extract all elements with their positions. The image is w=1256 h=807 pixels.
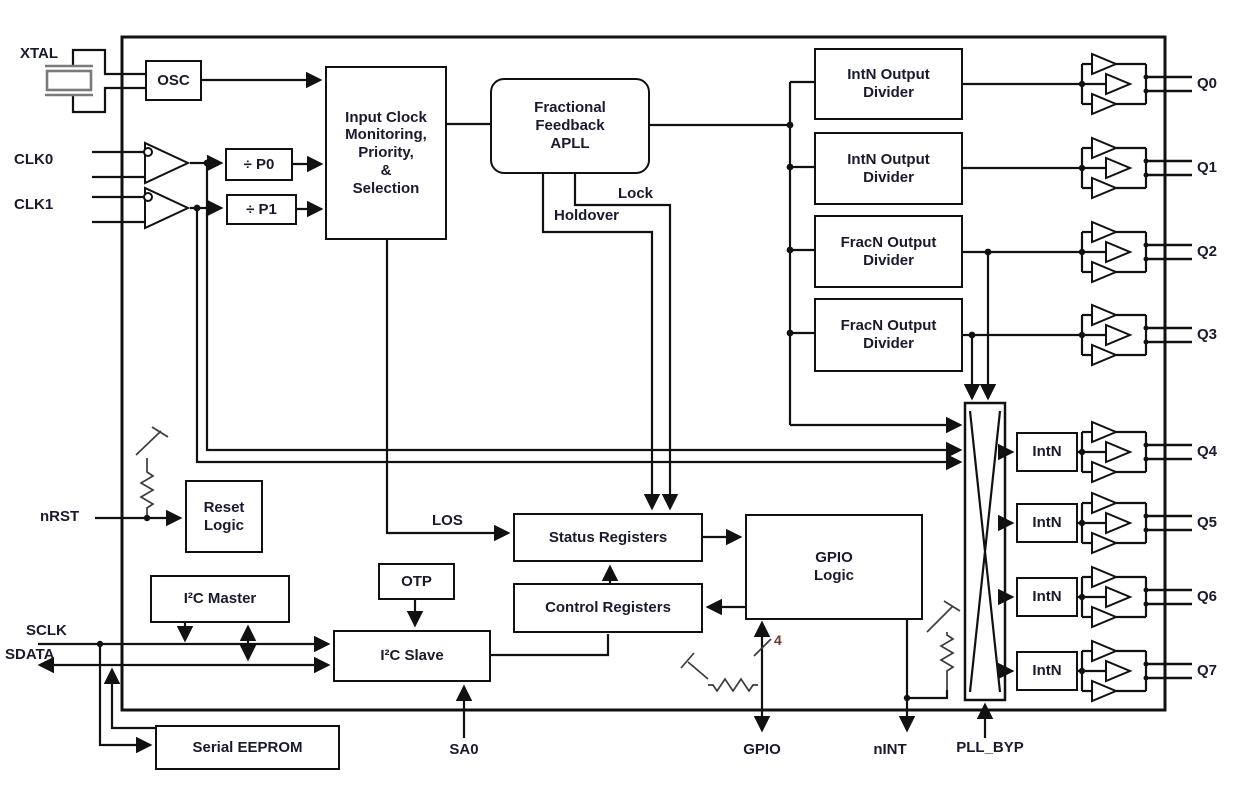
pin-label-q0: Q0 — [1197, 75, 1218, 92]
pin-label-nrst: nRST — [40, 508, 80, 525]
crossbar-switch — [963, 401, 1007, 702]
pin-label-xtal: XTAL — [20, 45, 59, 62]
block-reset-logic: Reset Logic — [185, 480, 263, 553]
gpio-bus-width-label: 4 — [774, 632, 782, 648]
block-intn-q5: IntN — [1016, 503, 1078, 543]
block-intn-output-divider-2: IntN Output Divider — [814, 132, 963, 205]
block-i2c-slave: I²C Slave — [333, 630, 491, 682]
pin-label-gpio: GPIO — [743, 741, 781, 758]
crystal-symbol — [45, 48, 145, 114]
pin-label-q3: Q3 — [1197, 326, 1218, 343]
block-divider-p1: ÷ P1 — [226, 194, 297, 225]
block-intn-output-divider-1: IntN Output Divider — [814, 48, 963, 120]
chip-boundary — [120, 35, 1167, 712]
pin-label-sa0: SA0 — [449, 741, 479, 758]
block-intn-q6: IntN — [1016, 577, 1078, 617]
pin-label-clk0: CLK0 — [14, 151, 54, 168]
signal-label-lock: Lock — [618, 185, 654, 202]
pin-label-q4: Q4 — [1197, 443, 1218, 460]
block-status-registers: Status Registers — [513, 513, 703, 562]
pin-label-clk1: CLK1 — [14, 196, 54, 213]
signal-label-holdover: Holdover — [554, 207, 620, 224]
pin-label-q2: Q2 — [1197, 243, 1218, 260]
block-osc: OSC — [145, 60, 202, 101]
pin-label-q7: Q7 — [1197, 662, 1218, 679]
output-buffer-clusters — [1077, 52, 1194, 703]
pin-label-pll-byp: PLL_BYP — [956, 739, 1024, 756]
block-serial-eeprom: Serial EEPROM — [155, 725, 340, 770]
pin-label-sdata: SDATA — [5, 646, 55, 663]
block-fracn-output-divider-2: FracN Output Divider — [814, 298, 963, 372]
block-fractional-feedback-apll: Fractional Feedback APLL — [490, 78, 650, 174]
pin-label-q6: Q6 — [1197, 588, 1218, 605]
block-input-clock-monitoring: Input Clock Monitoring, Priority, & Sele… — [325, 66, 447, 240]
block-gpio-logic: GPIO Logic — [745, 514, 923, 620]
block-divider-p0: ÷ P0 — [225, 148, 293, 181]
block-intn-q7: IntN — [1016, 651, 1078, 691]
pin-label-q5: Q5 — [1197, 514, 1218, 531]
pin-label-nint: nINT — [873, 741, 907, 758]
signal-label-los: LOS — [432, 512, 463, 529]
block-control-registers: Control Registers — [513, 583, 703, 633]
block-fracn-output-divider-1: FracN Output Divider — [814, 215, 963, 288]
block-intn-q4: IntN — [1016, 432, 1078, 472]
pin-label-sclk: SCLK — [26, 622, 67, 639]
block-otp: OTP — [378, 563, 455, 600]
input-buffers — [92, 141, 224, 230]
pin-label-q1: Q1 — [1197, 159, 1218, 176]
block-i2c-master: I²C Master — [150, 575, 290, 623]
